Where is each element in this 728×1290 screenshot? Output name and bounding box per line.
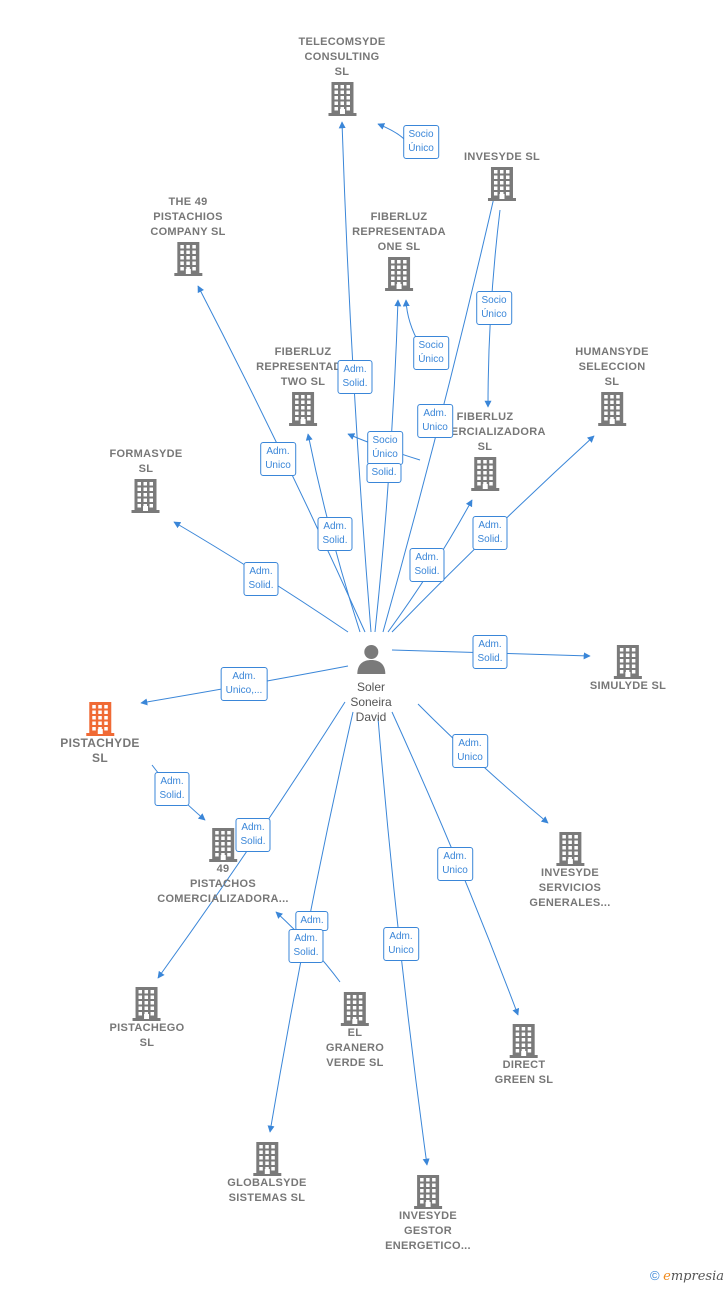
relation-badge[interactable]: Adm. Solid. bbox=[337, 360, 373, 394]
relation-badge[interactable]: Adm. Solid. bbox=[154, 772, 190, 806]
company-49-pistachos[interactable]: 49 PISTACHOS COMERCIALIZADORA... bbox=[157, 826, 289, 907]
company-fiberluz-two[interactable]: FIBERLUZ REPRESENTADA TWO SL bbox=[256, 345, 350, 426]
company-pistachego[interactable]: PISTACHEGO SL bbox=[110, 985, 185, 1051]
relation-badge[interactable]: Adm. Unico,... bbox=[220, 667, 268, 701]
relation-badge[interactable]: Adm. Solid. bbox=[235, 818, 271, 852]
company-name: INVESYDE GESTOR ENERGETICO... bbox=[385, 1210, 471, 1252]
relation-badge[interactable]: Adm. Unico bbox=[383, 927, 419, 961]
company-name: GLOBALSYDE SISTEMAS SL bbox=[227, 1177, 307, 1204]
company-name: TELECOMSYDE CONSULTING SL bbox=[298, 36, 386, 78]
brand-initial: e bbox=[663, 1269, 671, 1284]
relation-badge[interactable]: Adm. Solid. bbox=[472, 516, 508, 550]
company-name: 49 PISTACHOS COMERCIALIZADORA... bbox=[157, 863, 289, 905]
company-invesyde-servicios[interactable]: INVESYDE SERVICIOS GENERALES... bbox=[529, 830, 610, 911]
building-icon bbox=[288, 392, 317, 426]
brand-name: mpresia bbox=[670, 1269, 724, 1284]
building-icon bbox=[131, 479, 160, 513]
relation-badge[interactable]: Socio Único bbox=[413, 336, 449, 370]
building-icon bbox=[253, 1142, 281, 1176]
company-invesyde-gestor[interactable]: INVESYDE GESTOR ENERGETICO... bbox=[385, 1173, 471, 1254]
relation-badge[interactable]: Adm. bbox=[295, 911, 329, 931]
company-name: EL GRANERO VERDE SL bbox=[325, 1027, 385, 1069]
company-name: INVESYDE SERVICIOS GENERALES... bbox=[529, 867, 611, 909]
company-fiberluz-comercializadora[interactable]: FIBERLUZ COMERCIALIZADORA SL bbox=[424, 410, 546, 491]
relation-badge[interactable]: Adm. Unico bbox=[437, 847, 473, 881]
relation-badge[interactable]: Solid. bbox=[366, 463, 402, 483]
company-name: THE 49 PISTACHIOS COMPANY SL bbox=[150, 196, 226, 238]
relation-badge[interactable]: Adm. Solid. bbox=[288, 929, 324, 963]
person-node[interactable]: Soler Soneira David bbox=[350, 643, 392, 725]
company-name: HUMANSYDE SELECCION SL bbox=[575, 346, 649, 388]
company-name: PISTACHEGO SL bbox=[109, 1022, 185, 1049]
brand-logo: © empresia bbox=[650, 1268, 724, 1284]
company-name: INVESYDE SL bbox=[463, 151, 541, 163]
company-pistachyde[interactable]: PISTACHYDE SL bbox=[60, 700, 139, 766]
building-icon bbox=[470, 457, 499, 491]
company-formasyde[interactable]: FORMASYDE SL bbox=[110, 447, 183, 513]
company-el-granero[interactable]: EL GRANERO VERDE SL bbox=[326, 990, 384, 1071]
building-icon bbox=[340, 992, 369, 1026]
building-icon bbox=[132, 987, 161, 1021]
relation-badge[interactable]: Adm. Unico bbox=[260, 442, 296, 476]
company-name: FIBERLUZ REPRESENTADA ONE SL bbox=[352, 211, 446, 253]
building-icon bbox=[85, 702, 114, 736]
building-icon bbox=[414, 1175, 442, 1209]
relation-badge[interactable]: Socio Único bbox=[403, 125, 439, 159]
relation-badge[interactable]: Adm. Unico bbox=[452, 734, 488, 768]
relation-badge[interactable]: Adm. Solid. bbox=[472, 635, 508, 669]
relation-badge[interactable]: Adm. Solid. bbox=[409, 548, 445, 582]
company-name: SIMULYDE SL bbox=[589, 680, 667, 692]
building-icon bbox=[173, 242, 202, 276]
relation-edge bbox=[377, 123, 406, 141]
building-icon bbox=[555, 832, 584, 866]
company-name: DIRECT GREEN SL bbox=[494, 1059, 554, 1086]
company-globalsyde[interactable]: GLOBALSYDE SISTEMAS SL bbox=[227, 1140, 306, 1206]
building-icon bbox=[614, 645, 642, 679]
company-invesyde[interactable]: INVESYDE SL bbox=[464, 150, 540, 201]
person-name: Soler Soneira David bbox=[350, 680, 392, 724]
company-humansyde[interactable]: HUMANSYDE SELECCION SL bbox=[575, 345, 649, 426]
relation-badge[interactable]: Adm. Solid. bbox=[317, 517, 353, 551]
company-simulyde[interactable]: SIMULYDE SL bbox=[590, 643, 666, 694]
copyright-symbol: © bbox=[649, 1268, 660, 1283]
company-fiberluz-one[interactable]: FIBERLUZ REPRESENTADA ONE SL bbox=[352, 210, 446, 291]
person-icon bbox=[357, 645, 385, 674]
relation-badge[interactable]: Adm. Unico bbox=[417, 404, 453, 438]
company-name: FIBERLUZ COMERCIALIZADORA SL bbox=[424, 411, 546, 453]
company-name: FIBERLUZ REPRESENTADA TWO SL bbox=[256, 346, 350, 388]
company-the49[interactable]: THE 49 PISTACHIOS COMPANY SL bbox=[150, 195, 225, 276]
building-icon bbox=[328, 82, 356, 116]
building-icon bbox=[487, 167, 516, 201]
relation-badge[interactable]: Socio Único bbox=[476, 291, 512, 325]
building-icon bbox=[384, 257, 413, 291]
company-direct-green[interactable]: DIRECT GREEN SL bbox=[495, 1022, 554, 1088]
building-icon bbox=[509, 1024, 538, 1058]
relation-badge[interactable]: Adm. Solid. bbox=[243, 562, 279, 596]
company-name: PISTACHYDE SL bbox=[60, 736, 140, 765]
building-icon bbox=[209, 828, 237, 862]
company-telecomsyde[interactable]: TELECOMSYDE CONSULTING SL bbox=[298, 35, 385, 116]
relation-badge[interactable]: Socio Único bbox=[367, 431, 403, 465]
company-name: FORMASYDE SL bbox=[109, 448, 183, 475]
building-icon bbox=[598, 392, 626, 426]
